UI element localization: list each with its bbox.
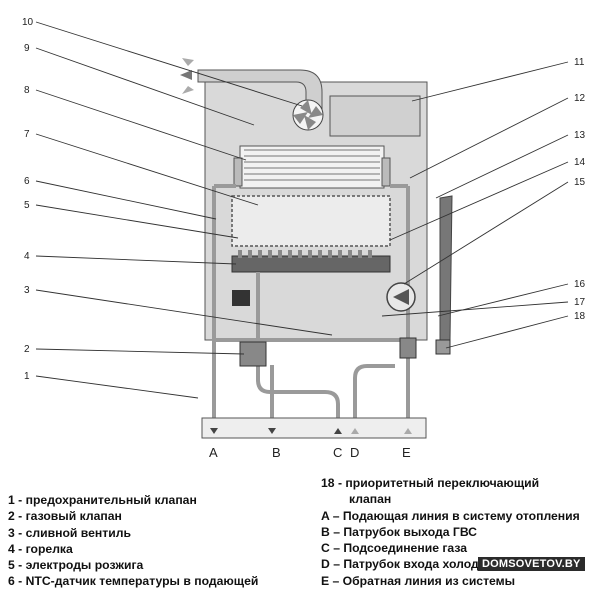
callout-3: 3	[24, 285, 30, 296]
callout-10: 10	[22, 17, 34, 28]
priority-valve	[399, 337, 417, 359]
connection-d: D	[350, 445, 359, 460]
legend-item: 5 - электроды розжига	[8, 558, 144, 573]
legend-item: B – Патрубок выхода ГВС	[321, 524, 477, 539]
legend-item: E – Обратная линия из системы	[321, 573, 516, 588]
gas-valve	[239, 341, 267, 367]
pipes	[212, 184, 410, 420]
callout-1: 1	[24, 371, 30, 382]
water-inlet-tap	[435, 339, 451, 355]
legend-item: C – Подсоединение газа	[321, 541, 468, 556]
callout-6: 6	[24, 176, 30, 187]
fan-housing	[329, 95, 421, 137]
bottom-panel	[201, 417, 427, 439]
callout-18: 18	[574, 311, 586, 322]
callout-17: 17	[574, 297, 586, 308]
callout-4: 4	[24, 251, 30, 262]
circulation-pump	[386, 282, 416, 312]
callout-15: 15	[574, 177, 586, 188]
callout-9: 9	[24, 43, 30, 54]
callout-12: 12	[574, 93, 586, 104]
legend-item: D – Патрубок входа холодной	[321, 557, 502, 572]
legend-item: 1 - предохранительный клапан	[8, 493, 197, 507]
legend-item: 18 - приоритетный переключающий	[321, 476, 540, 490]
watermark: DOMSOVETOV.BY	[478, 557, 585, 571]
connection-e: E	[402, 445, 411, 460]
heat-exchanger	[233, 145, 391, 189]
legend-item: 2 - газовый клапан	[8, 509, 122, 524]
connection-a: A	[209, 445, 218, 460]
callout-13: 13	[574, 130, 586, 141]
callout-2: 2	[24, 344, 30, 355]
legend-left: 1 - предохранительный клапан 2 - газовый…	[8, 492, 258, 590]
fan	[292, 99, 324, 131]
legend-item: A – Подающая линия в систему отопления	[321, 508, 580, 523]
connection-b: B	[272, 445, 281, 460]
boiler-diagram: 10 9 8 7 6 5 4 3 2 1 11 12 13 14 15 16 1…	[22, 17, 586, 460]
callout-11: 11	[574, 57, 585, 68]
callout-14: 14	[574, 157, 586, 168]
combustion-chamber	[231, 195, 391, 247]
callout-7: 7	[24, 129, 30, 140]
legend-item: 4 - горелка	[8, 541, 73, 556]
connection-c: C	[333, 445, 342, 460]
callout-16: 16	[574, 279, 586, 290]
callout-5: 5	[24, 200, 30, 211]
legend-item: 6 - NTC-датчик температуры в подающей	[8, 574, 259, 589]
legend-right: 18 - приоритетный переключающий клапан A…	[321, 475, 580, 589]
callout-8: 8	[24, 85, 30, 96]
ignition-unit	[232, 290, 250, 306]
legend-item: 3 - сливной вентиль	[8, 525, 131, 540]
legend-item: клапан	[349, 492, 392, 507]
